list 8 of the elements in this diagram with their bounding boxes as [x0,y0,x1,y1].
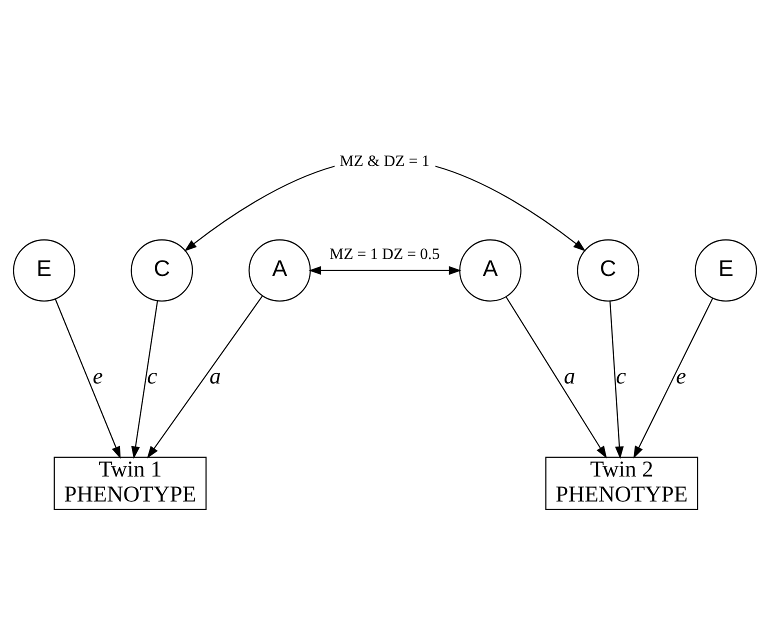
edge-label: a [208,363,220,388]
edge-label: e [92,363,102,388]
edge-label: MZ & DZ = 1 [339,152,430,170]
edge-label: c [616,363,626,388]
edge-label: c [146,363,157,388]
edge-label: e [676,363,686,388]
edge-label: a [563,363,575,388]
edge-label: MZ = 1 DZ = 0.5 [329,245,440,262]
